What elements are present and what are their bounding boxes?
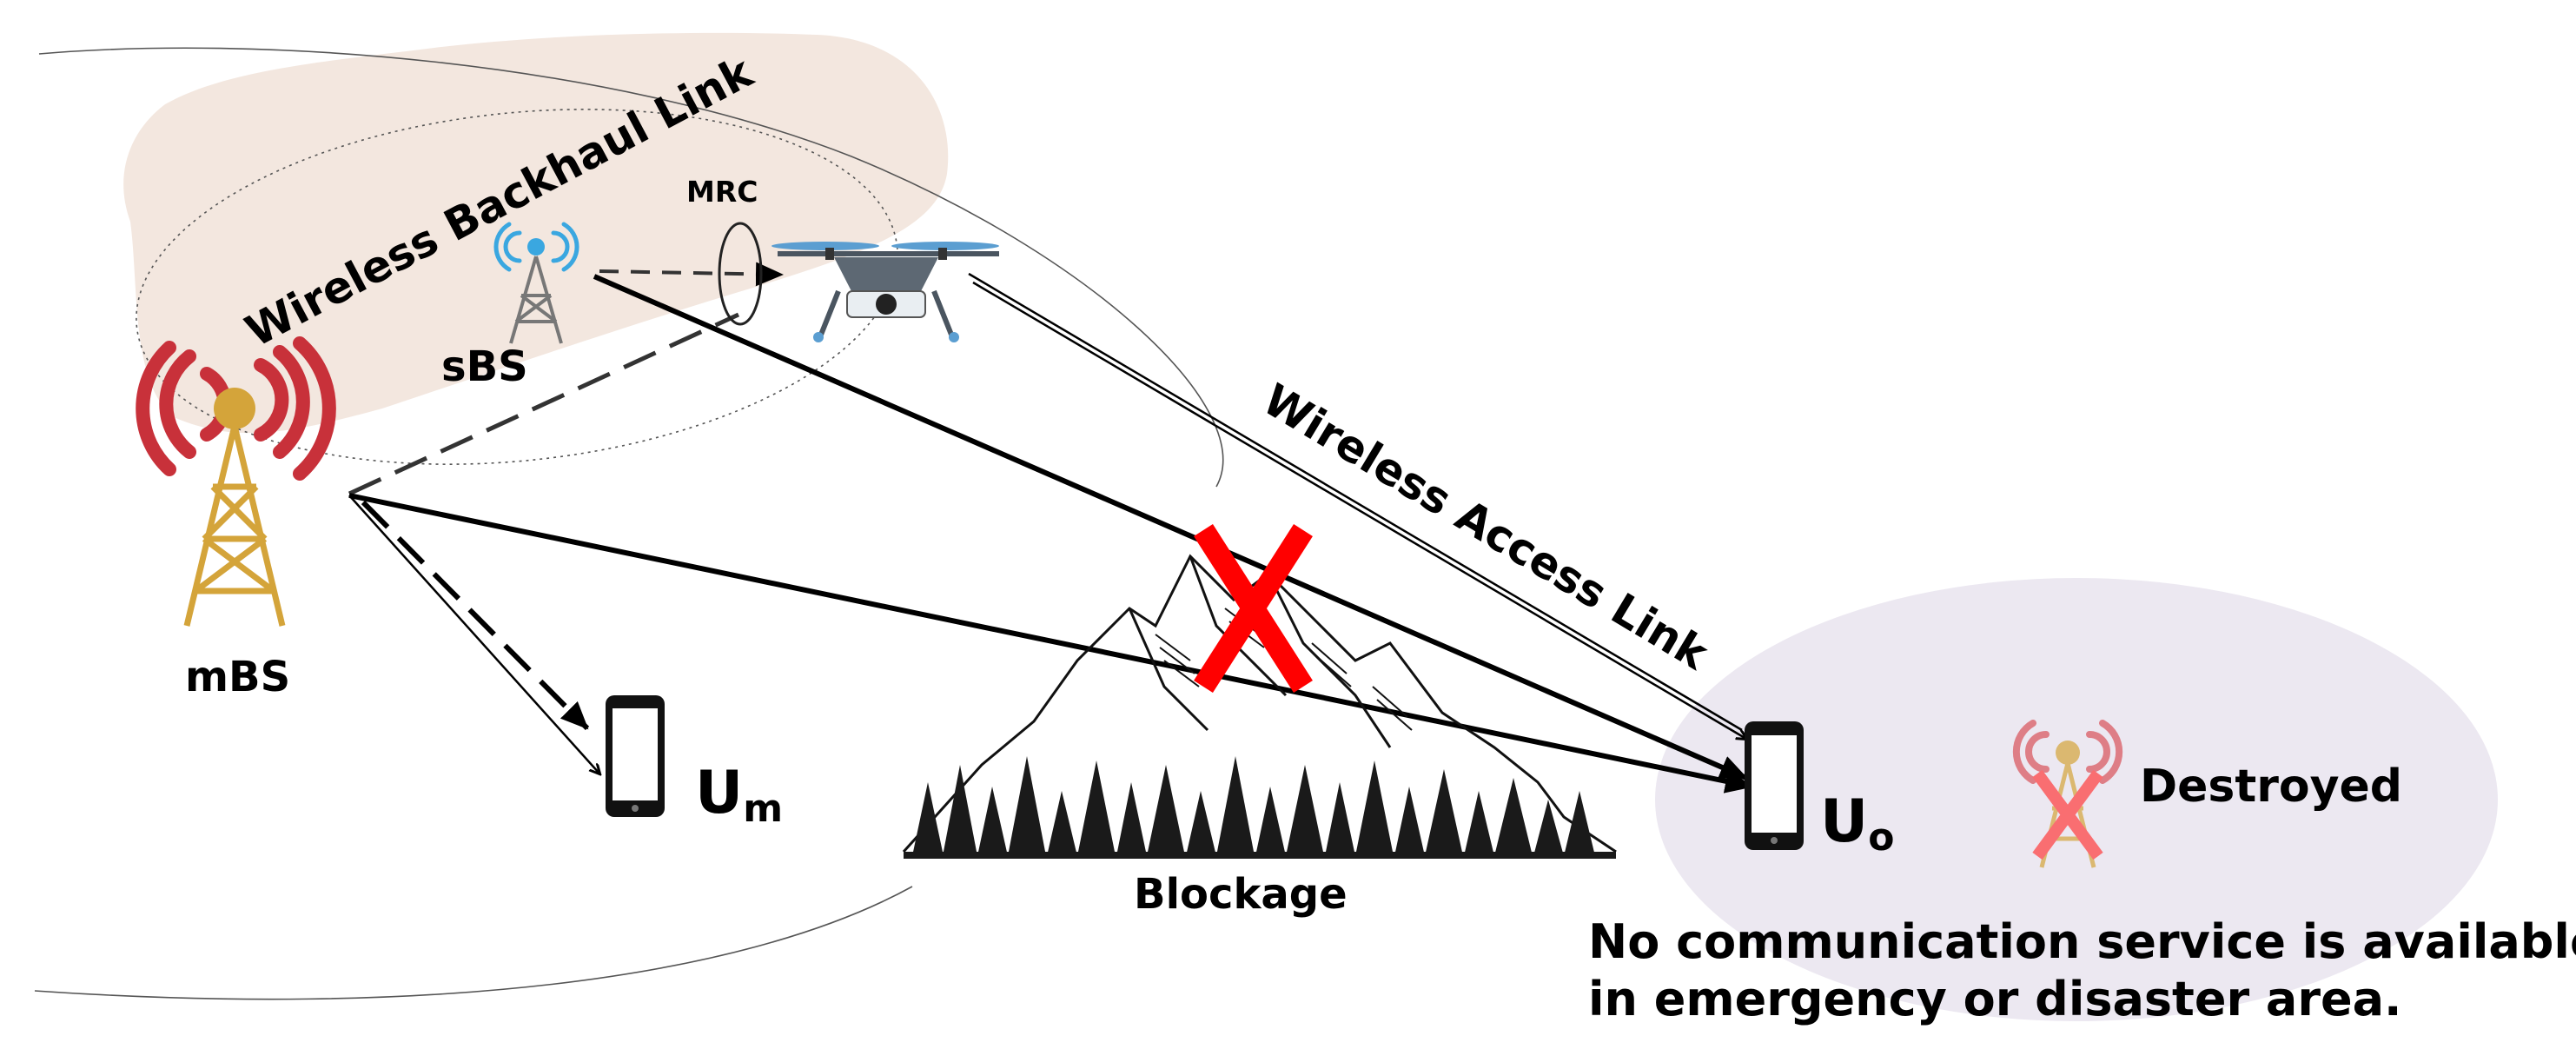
- blockage-label: Blockage: [1134, 870, 1348, 919]
- forest-icon: [904, 756, 1616, 859]
- uo-label: Uo: [1820, 787, 1894, 860]
- um-label: Um: [695, 759, 783, 831]
- destroyed-tower-icon: [2012, 720, 2123, 868]
- phone-icon: [606, 695, 665, 817]
- access-link-label: Wireless Access Link: [1255, 375, 1718, 681]
- note-line-2: in emergency or disaster area.: [1588, 972, 2402, 1026]
- blocked-x-icon: [1194, 524, 1313, 693]
- drone-icon: [771, 242, 999, 342]
- uo-main: U: [1820, 787, 1868, 856]
- destroyed-label: Destroyed: [2140, 760, 2402, 813]
- access-link-line-b: [972, 281, 1746, 739]
- small-cell-tower-icon: [493, 222, 579, 344]
- mrc-label: MRC: [686, 175, 758, 209]
- note-line-1: No communication service is available: [1588, 914, 2576, 969]
- mbs-label: mBS: [185, 653, 290, 701]
- mbs-to-drone-dashed: [348, 312, 740, 496]
- um-subscript: m: [743, 787, 783, 831]
- uo-subscript: o: [1868, 815, 1894, 860]
- um-main: U: [695, 759, 743, 827]
- mbs-to-uo-link: [348, 493, 1753, 794]
- links: [348, 262, 1753, 794]
- access-link-line-a: [968, 272, 1743, 732]
- backhaul-zone: [123, 32, 949, 434]
- mbs-to-um-link: [348, 495, 599, 774]
- mrc-ring: [718, 222, 763, 326]
- macro-tower-icon: [136, 336, 336, 627]
- sbs-to-uo-blocked-link: [593, 274, 1748, 780]
- mbs-to-um-dashed: [361, 500, 590, 731]
- sbs-label: sBS: [441, 342, 528, 391]
- phone-icon: [1745, 721, 1804, 850]
